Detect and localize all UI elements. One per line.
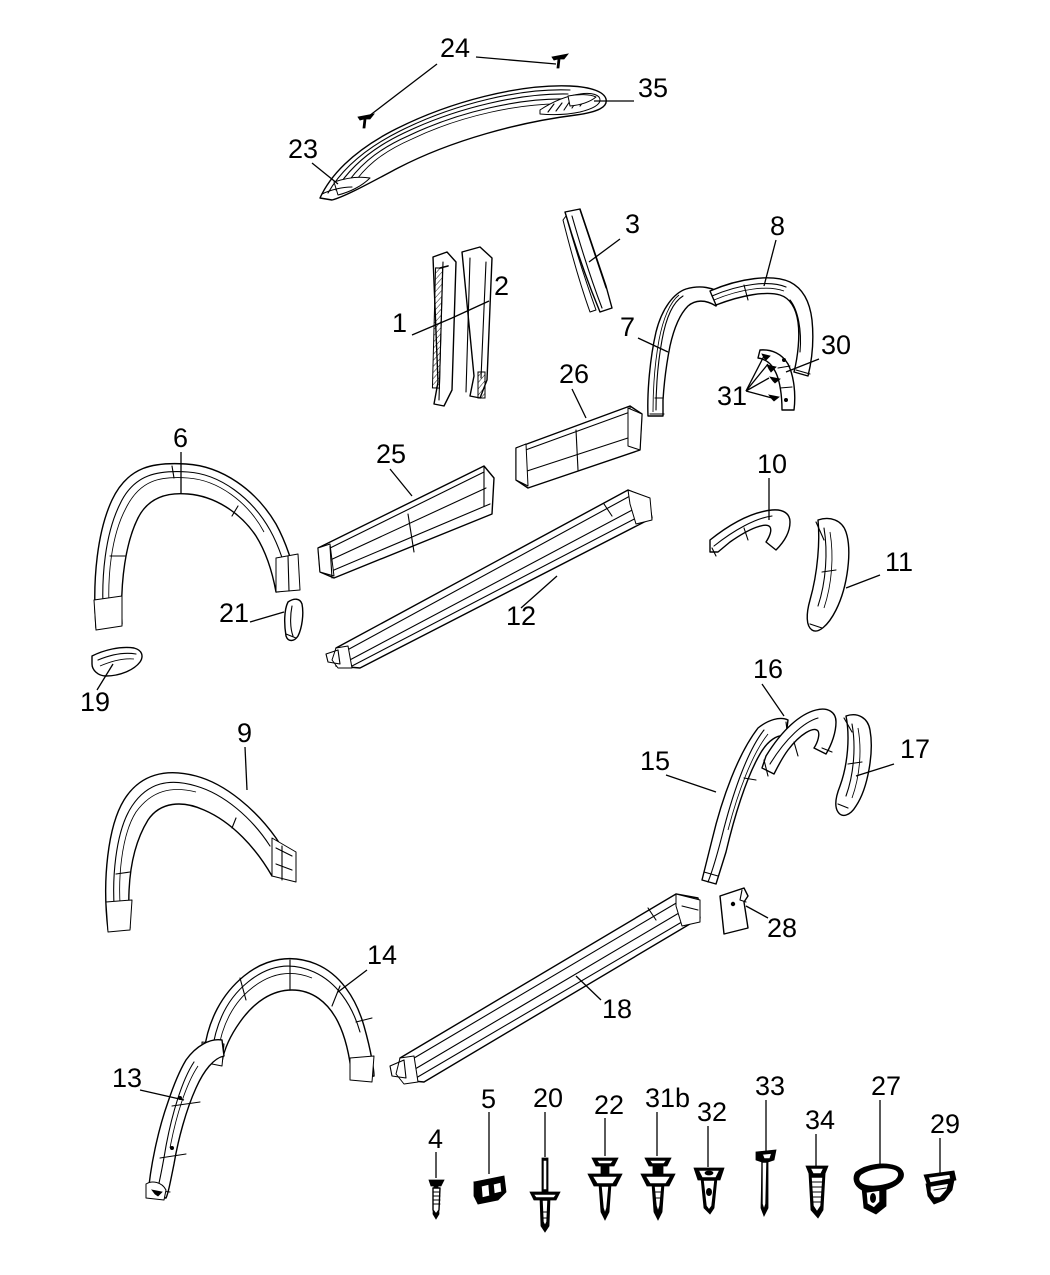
part-rear-flare-upper-segment <box>709 509 791 557</box>
callout-6[interactable]: 6 <box>173 423 189 453</box>
callout-34[interactable]: 34 <box>805 1105 836 1135</box>
callout-23[interactable]: 23 <box>288 134 319 164</box>
callout-35[interactable]: 35 <box>638 73 669 103</box>
callout-31[interactable]: 31 <box>717 381 748 411</box>
fastener-20 <box>529 1157 561 1233</box>
part-flare-end-cap <box>283 598 304 642</box>
part-molding-clip-strip <box>91 646 143 677</box>
part-roof-rail-screw <box>357 53 569 129</box>
callout-11[interactable]: 11 <box>885 547 914 577</box>
fastener-27 <box>853 1163 904 1215</box>
callout-17[interactable]: 17 <box>900 734 931 764</box>
part-front-flare-lh <box>93 462 301 631</box>
callout-30[interactable]: 30 <box>821 330 852 360</box>
part-front-door-molding <box>317 465 495 579</box>
callout-33[interactable]: 33 <box>755 1071 786 1101</box>
part-flare-bracket <box>757 349 796 411</box>
callout-24[interactable]: 24 <box>440 33 471 63</box>
callout-10[interactable]: 10 <box>757 449 788 479</box>
callout-15[interactable]: 15 <box>640 746 671 776</box>
fastener-31b <box>640 1157 676 1221</box>
callout-20[interactable]: 20 <box>533 1083 564 1113</box>
callout-3[interactable]: 3 <box>625 209 641 239</box>
callout-25[interactable]: 25 <box>376 439 407 469</box>
fastener-34 <box>805 1165 829 1219</box>
leader-lines <box>96 56 941 1178</box>
callout-19[interactable]: 19 <box>80 687 111 717</box>
fastener-29 <box>923 1170 957 1205</box>
callout-22[interactable]: 22 <box>594 1090 625 1120</box>
part-front-flare-top-segment <box>761 708 837 777</box>
part-front-flare-rh <box>201 957 375 1083</box>
callout-18[interactable]: 18 <box>602 994 633 1024</box>
callout-9[interactable]: 9 <box>237 718 253 748</box>
fastener-22 <box>587 1157 623 1221</box>
callout-28[interactable]: 28 <box>767 913 798 943</box>
callout-21[interactable]: 21 <box>219 598 250 628</box>
fastener-4 <box>428 1179 445 1220</box>
part-rear-flare-arch-lh <box>105 772 297 933</box>
callout-12[interactable]: 12 <box>506 601 537 631</box>
callout-27[interactable]: 27 <box>871 1071 902 1101</box>
part-roof-rail <box>319 85 607 201</box>
callout-2[interactable]: 2 <box>494 271 510 301</box>
fastener-5 <box>473 1175 507 1205</box>
part-rocker-molding-upper <box>325 489 653 669</box>
part-rear-flare-lower-segment <box>806 517 850 632</box>
callout-32[interactable]: 32 <box>697 1097 728 1127</box>
part-front-flare-rear-segment <box>835 714 872 817</box>
callout-7[interactable]: 7 <box>620 312 636 342</box>
part-pillar-molding-1 <box>431 251 457 407</box>
callout-13[interactable]: 13 <box>112 1063 143 1093</box>
callout-29[interactable]: 29 <box>930 1109 961 1139</box>
part-pillar-molding-2 <box>461 246 493 399</box>
fastener-32 <box>693 1167 725 1215</box>
callout-31b[interactable]: 31b <box>645 1083 691 1113</box>
callout-26[interactable]: 26 <box>559 359 590 389</box>
part-rear-door-molding <box>515 405 643 489</box>
part-rocker-molding-lower <box>389 893 701 1085</box>
callout-14[interactable]: 14 <box>367 940 398 970</box>
callout-1[interactable]: 1 <box>392 308 408 338</box>
part-rear-flare-upper <box>647 286 723 417</box>
callout-5[interactable]: 5 <box>481 1084 497 1114</box>
callout-8[interactable]: 8 <box>770 211 786 241</box>
callout-16[interactable]: 16 <box>753 654 784 684</box>
fastener-33 <box>755 1149 777 1217</box>
part-mud-flap <box>719 887 749 935</box>
part-a-pillar-molding <box>562 208 613 313</box>
callout-4[interactable]: 4 <box>428 1124 444 1154</box>
part-front-flare-extension <box>145 1039 225 1201</box>
